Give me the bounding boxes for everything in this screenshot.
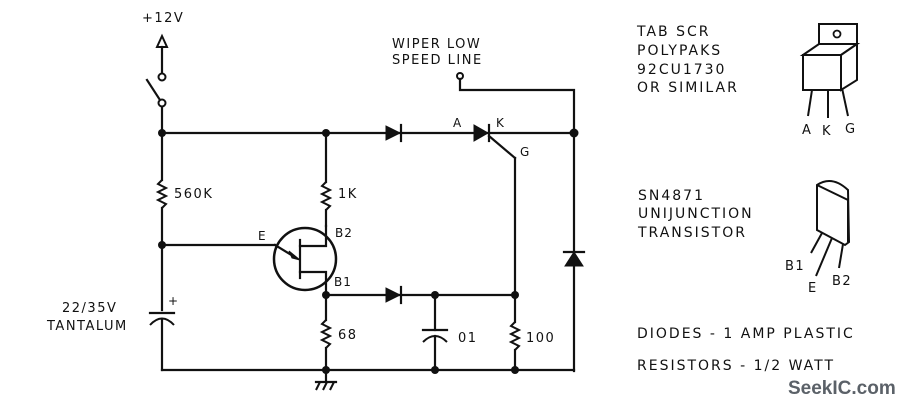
ujt-e-label: E: [258, 229, 267, 243]
ujt-emitter-arrow-icon: [288, 250, 301, 261]
resistor-68-label: 68: [338, 328, 358, 343]
ujt-note-line: SN4871: [638, 188, 705, 204]
resistor-560k-icon: [155, 179, 169, 209]
resistor-1k-label: 1K: [338, 187, 358, 202]
diode-top-icon: [385, 125, 402, 141]
switch-terminal-bottom: [157, 98, 167, 108]
supply-arrow-icon: [155, 33, 169, 48]
junction-dot: [322, 366, 330, 374]
cap-tantalum-plus: +: [168, 294, 179, 308]
ujt-note-line: UNIJUNCTION: [638, 206, 754, 222]
ujt-note-line: TRANSISTOR: [637, 225, 747, 241]
supply-label: +12V: [142, 11, 184, 26]
switch-terminal-top: [157, 72, 167, 82]
cap-tantalum-label-1: 22/35V: [62, 301, 117, 316]
wiper-wire: [458, 77, 576, 135]
scr-note-line: 92CU1730: [637, 62, 726, 78]
scr-package-icon: [799, 23, 861, 118]
scr-cathode-label: K: [496, 116, 505, 130]
ujt-package-pin-b1: B1: [785, 259, 805, 274]
ujt-b2-lead: [298, 224, 328, 248]
scr-note-line: POLYPAKS: [637, 43, 722, 59]
resistor-560k-label: 560K: [174, 187, 213, 202]
wiper-label-line1: WIPER LOW: [392, 37, 481, 52]
scr-package-pin-g: G: [845, 122, 857, 137]
ujt-b1-lead: [298, 270, 328, 298]
scr-note-line: OR SIMILAR: [637, 80, 739, 96]
footnote-resistors: RESISTORS - 1/2 WATT: [637, 358, 835, 374]
ujt-package-pin-e: E: [808, 281, 818, 296]
wiper-label-line2: SPEED LINE: [392, 53, 483, 68]
resistor-1k-icon: [319, 181, 333, 211]
ujt-symbol-icon: [272, 226, 338, 292]
switch-blade: [145, 78, 162, 102]
diode-bottom-icon: [385, 287, 402, 303]
ujt-b2-label: B2: [335, 226, 353, 240]
junction-dot: [511, 366, 519, 374]
ujt-b1-label: B1: [334, 275, 352, 289]
footnote-diodes: DIODES - 1 AMP PLASTIC: [637, 326, 855, 342]
junction-dot: [431, 366, 439, 374]
resistor-100-label: 100: [526, 331, 555, 346]
resistor-68-icon: [319, 319, 333, 349]
ground-hatch: [329, 381, 335, 391]
ujt-package-pin-b2: B2: [832, 274, 852, 289]
ground-hatch: [315, 381, 321, 391]
scr-note-line: TAB SCR: [636, 24, 711, 40]
scr-anode-label: A: [453, 116, 462, 130]
scr-gate-label: G: [520, 145, 530, 159]
scr-package-pin-k: K: [822, 124, 832, 139]
watermark: SeekIC.com: [788, 378, 896, 399]
ground-hatch: [322, 381, 328, 391]
ujt-package-icon: [810, 180, 851, 277]
scr-icon: [473, 124, 490, 142]
cap-tantalum-label-2: TANTALUM: [46, 319, 128, 334]
diode-right-icon: [564, 251, 584, 267]
cap-01-label: 01: [458, 331, 478, 346]
resistor-100-icon: [508, 321, 522, 351]
scr-package-pin-a: A: [802, 123, 812, 138]
scr-gate-lead: [487, 134, 517, 160]
